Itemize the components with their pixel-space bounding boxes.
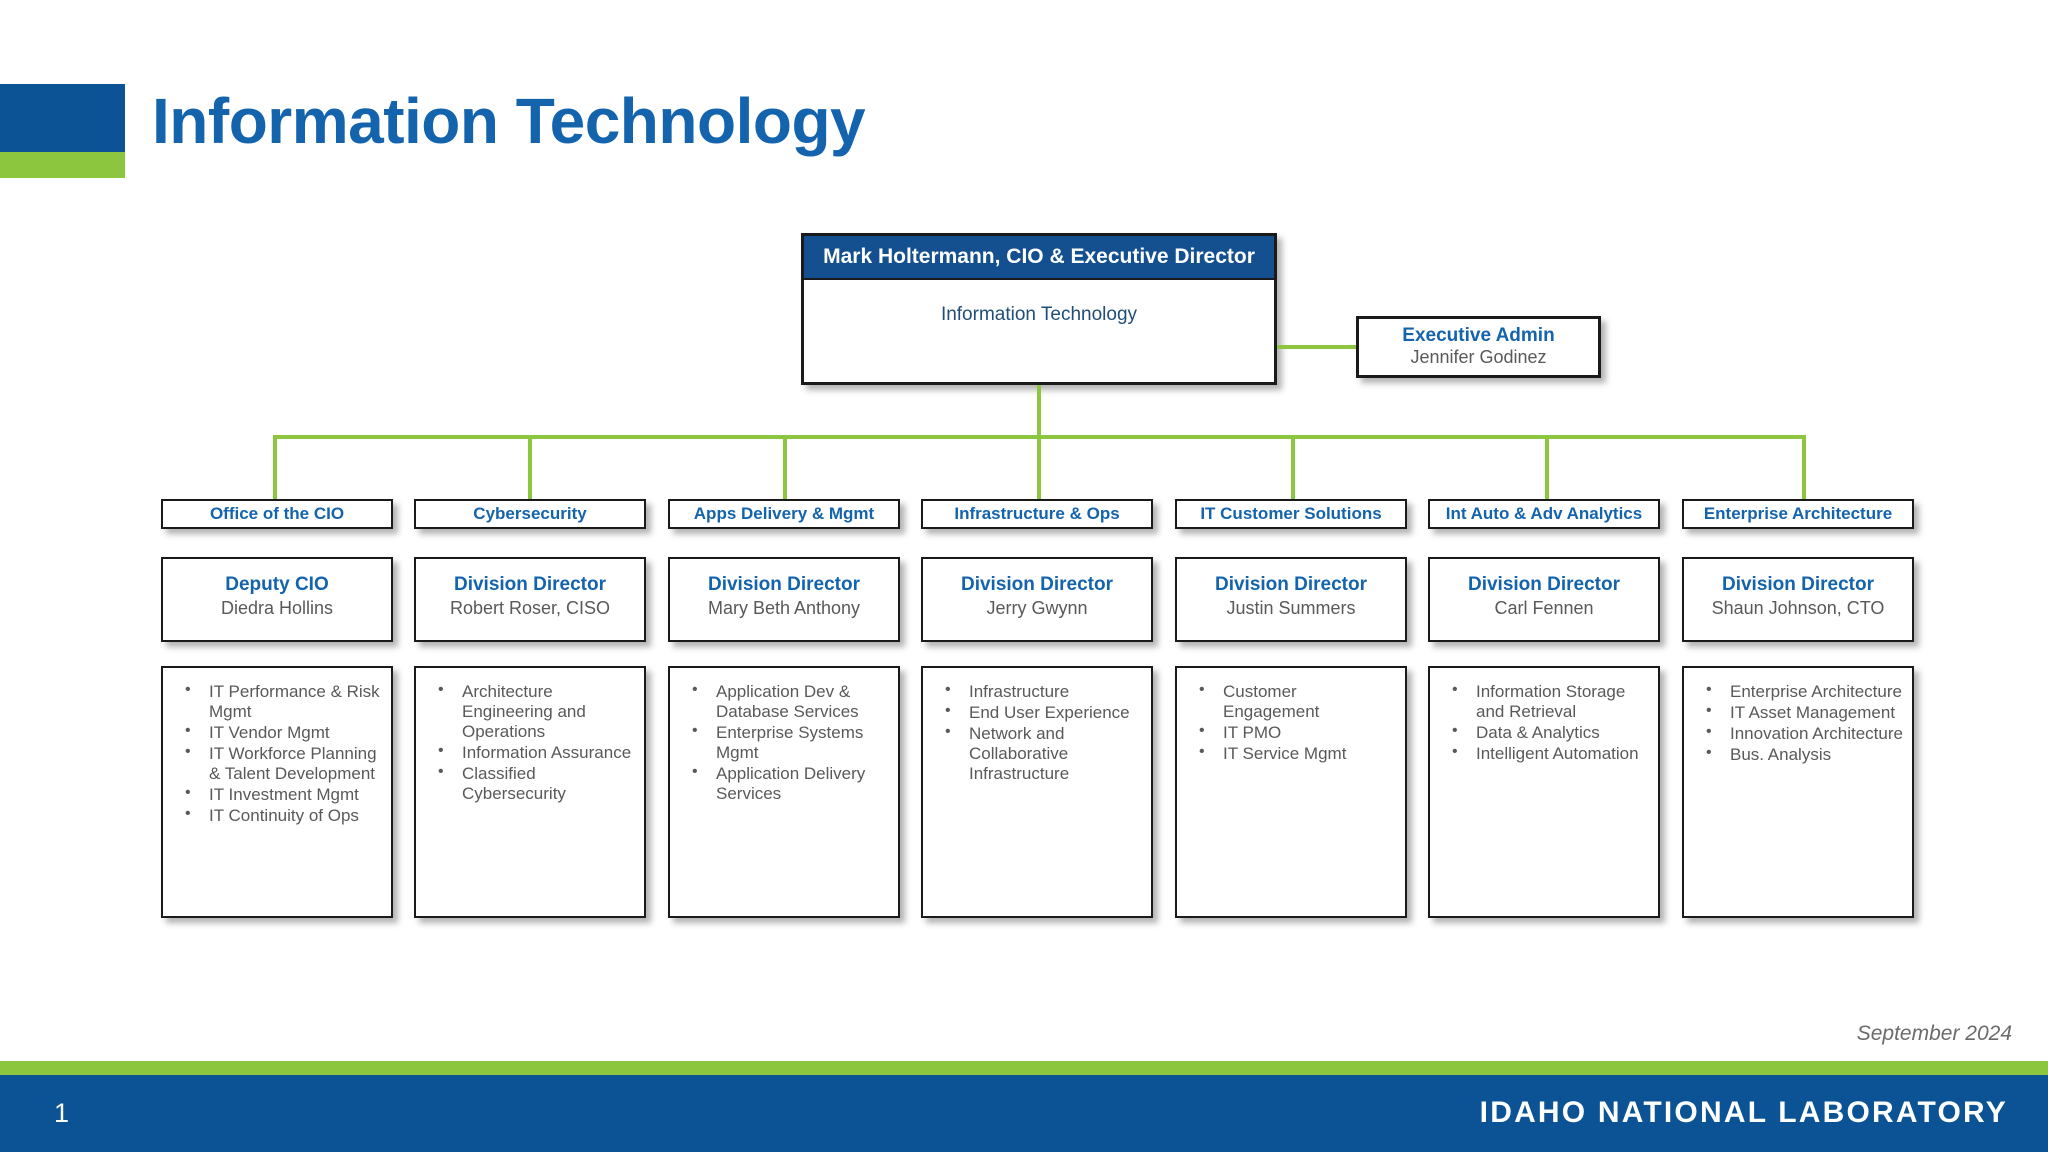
dept-header-office-of-the-cio: Office of the CIO xyxy=(161,499,393,529)
department-column-1: Office of the CIO Deputy CIO Diedra Holl… xyxy=(161,499,393,918)
functions-card-office-of-the-cio: IT Performance & Risk Mgmt IT Vendor Mgm… xyxy=(161,666,393,918)
assistant-name: Jennifer Godinez xyxy=(1410,347,1547,368)
director-card-enterprise-architecture: Division Director Shaun Johnson, CTO xyxy=(1682,557,1914,642)
director-role: Deputy CIO xyxy=(225,574,329,595)
department-column-6: Int Auto & Adv Analytics Division Direct… xyxy=(1428,499,1660,918)
functions-list: Architecture Engineering and Operations … xyxy=(426,681,636,804)
list-item: Information Assurance xyxy=(426,742,636,763)
page-number: 1 xyxy=(54,1098,70,1128)
org-root-body: Information Technology xyxy=(940,304,1138,325)
assistant-title: Executive Admin xyxy=(1402,325,1555,347)
list-item: IT Vendor Mgmt xyxy=(173,722,383,743)
dept-header-infrastructure-and-ops: Infrastructure & Ops xyxy=(921,499,1153,529)
connector-drop-4 xyxy=(1037,435,1041,507)
dept-header-enterprise-architecture: Enterprise Architecture xyxy=(1682,499,1914,529)
org-root-header: Mark Holtermann, CIO & Executive Directo… xyxy=(804,236,1274,280)
functions-card-apps-delivery-and-mgmt: Application Dev & Database Services Ente… xyxy=(668,666,900,918)
connector-drop-1 xyxy=(273,435,277,507)
list-item: Enterprise Systems Mgmt xyxy=(680,722,890,763)
functions-card-enterprise-architecture: Enterprise Architecture IT Asset Managem… xyxy=(1682,666,1914,918)
dept-header-cybersecurity: Cybersecurity xyxy=(414,499,646,529)
director-name: Shaun Johnson, CTO xyxy=(1711,597,1885,618)
director-name: Justin Summers xyxy=(1226,597,1356,618)
director-role: Division Director xyxy=(453,574,607,595)
list-item: IT PMO xyxy=(1187,722,1397,743)
functions-card-int-auto-and-adv-analytics: Information Storage and Retrieval Data &… xyxy=(1428,666,1660,918)
list-item: Architecture Engineering and Operations xyxy=(426,681,636,742)
list-item: End User Experience xyxy=(933,702,1143,723)
list-item: Innovation Architecture xyxy=(1694,723,1904,744)
functions-list: Enterprise Architecture IT Asset Managem… xyxy=(1694,681,1904,765)
list-item: Classified Cybersecurity xyxy=(426,763,636,804)
connector-drop-6 xyxy=(1545,435,1549,507)
list-item: IT Asset Management xyxy=(1694,702,1904,723)
list-item: Application Dev & Database Services xyxy=(680,681,890,722)
director-card-cybersecurity: Division Director Robert Roser, CISO xyxy=(414,557,646,642)
list-item: IT Continuity of Ops xyxy=(173,805,383,826)
functions-card-cybersecurity: Architecture Engineering and Operations … xyxy=(414,666,646,918)
director-role: Division Director xyxy=(1467,574,1621,595)
slide-date: September 2024 xyxy=(1856,1022,2012,1045)
director-card-infrastructure-and-ops: Division Director Jerry Gwynn xyxy=(921,557,1153,642)
director-role: Division Director xyxy=(1214,574,1368,595)
dept-header-apps-delivery-and-mgmt: Apps Delivery & Mgmt xyxy=(668,499,900,529)
functions-list: Information Storage and Retrieval Data &… xyxy=(1440,681,1650,764)
connector-drop-3 xyxy=(783,435,787,507)
org-root-node: Mark Holtermann, CIO & Executive Directo… xyxy=(801,233,1277,385)
list-item: IT Investment Mgmt xyxy=(173,784,383,805)
list-item: Network and Collaborative Infrastructure xyxy=(933,723,1143,784)
footer-blue-bar xyxy=(0,1075,2048,1152)
org-assistant-node: Executive Admin Jennifer Godinez xyxy=(1356,316,1601,378)
list-item: Infrastructure xyxy=(933,681,1143,702)
functions-card-infrastructure-and-ops: Infrastructure End User Experience Netwo… xyxy=(921,666,1153,918)
list-item: Enterprise Architecture xyxy=(1694,681,1904,702)
director-role: Division Director xyxy=(1721,574,1875,595)
director-name: Jerry Gwynn xyxy=(986,597,1088,618)
dept-header-it-customer-solutions: IT Customer Solutions xyxy=(1175,499,1407,529)
list-item: Information Storage and Retrieval xyxy=(1440,681,1650,722)
department-column-4: Infrastructure & Ops Division Director J… xyxy=(921,499,1153,918)
title-accent-underline xyxy=(0,152,125,178)
director-card-int-auto-and-adv-analytics: Division Director Carl Fennen xyxy=(1428,557,1660,642)
list-item: Data & Analytics xyxy=(1440,722,1650,743)
department-column-2: Cybersecurity Division Director Robert R… xyxy=(414,499,646,918)
director-card-apps-delivery-and-mgmt: Division Director Mary Beth Anthony xyxy=(668,557,900,642)
list-item: IT Service Mgmt xyxy=(1187,743,1397,764)
connector-root-to-assistant xyxy=(1277,345,1356,349)
functions-list: Customer Engagement IT PMO IT Service Mg… xyxy=(1187,681,1397,764)
department-column-7: Enterprise Architecture Division Directo… xyxy=(1682,499,1914,918)
department-column-5: IT Customer Solutions Division Director … xyxy=(1175,499,1407,918)
footer-green-bar xyxy=(0,1061,2048,1075)
director-card-office-of-the-cio: Deputy CIO Diedra Hollins xyxy=(161,557,393,642)
director-name: Robert Roser, CISO xyxy=(449,597,611,618)
list-item: IT Performance & Risk Mgmt xyxy=(173,681,383,722)
department-column-3: Apps Delivery & Mgmt Division Director M… xyxy=(668,499,900,918)
director-card-it-customer-solutions: Division Director Justin Summers xyxy=(1175,557,1407,642)
functions-list: Application Dev & Database Services Ente… xyxy=(680,681,890,804)
functions-list: Infrastructure End User Experience Netwo… xyxy=(933,681,1143,784)
functions-list: IT Performance & Risk Mgmt IT Vendor Mgm… xyxy=(173,681,383,826)
list-item: IT Workforce Planning & Talent Developme… xyxy=(173,743,383,784)
list-item: Application Delivery Services xyxy=(680,763,890,804)
list-item: Bus. Analysis xyxy=(1694,744,1904,765)
director-name: Diedra Hollins xyxy=(220,597,334,618)
director-role: Division Director xyxy=(707,574,861,595)
director-role: Division Director xyxy=(960,574,1114,595)
connector-drop-7 xyxy=(1802,435,1806,507)
director-name: Mary Beth Anthony xyxy=(707,597,861,618)
connector-drop-5 xyxy=(1291,435,1295,507)
organization-name: IDAHO NATIONAL LABORATORY xyxy=(1479,1096,2008,1129)
list-item: Customer Engagement xyxy=(1187,681,1397,722)
title-accent-square xyxy=(0,84,125,152)
list-item: Intelligent Automation xyxy=(1440,743,1650,764)
connector-drop-2 xyxy=(528,435,532,507)
functions-card-it-customer-solutions: Customer Engagement IT PMO IT Service Mg… xyxy=(1175,666,1407,918)
director-name: Carl Fennen xyxy=(1494,597,1594,618)
page-title: Information Technology xyxy=(152,85,866,157)
dept-header-int-auto-and-adv-analytics: Int Auto & Adv Analytics xyxy=(1428,499,1660,529)
connector-root-stem xyxy=(1037,385,1041,435)
